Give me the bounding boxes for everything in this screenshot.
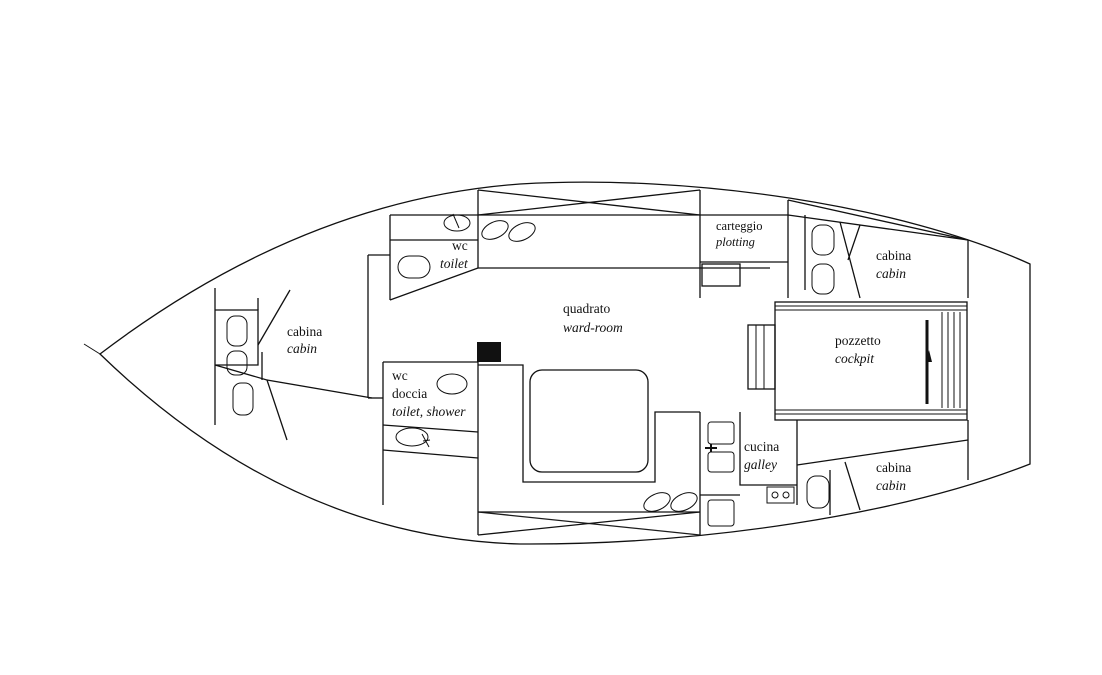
aft-starboard-cabin-label: cabina <box>876 460 911 475</box>
bunk-cushion <box>226 350 248 376</box>
stove-burner <box>771 491 779 499</box>
bow-cabin-translation: cabin <box>287 341 317 356</box>
chart-table-translation: plotting <box>715 235 755 249</box>
forward-toilet-area <box>368 213 479 301</box>
mast-step <box>477 342 501 362</box>
bunk-cushion <box>226 315 248 347</box>
sink <box>443 214 471 232</box>
bunk-cushion <box>232 382 254 416</box>
toilet-label: wc <box>452 238 468 253</box>
cushion <box>643 492 671 512</box>
sink <box>395 427 429 447</box>
aft-port-cabin-translation: cabin <box>876 266 906 281</box>
bow-cabin-area <box>214 255 383 441</box>
toilet-shower-area <box>382 361 479 505</box>
toilet-translation: toilet <box>440 256 469 271</box>
saloon-translation: ward-room <box>563 320 623 335</box>
galley-translation: galley <box>744 457 777 472</box>
galley-sink <box>707 421 735 445</box>
cushion <box>508 222 536 242</box>
aft-port-cabin-area <box>787 199 969 299</box>
galley-area <box>699 412 797 535</box>
bunk-cushion <box>806 475 830 509</box>
stove <box>766 486 795 504</box>
cushion <box>481 220 509 240</box>
hull-outline <box>99 181 1031 545</box>
cockpit-label: pozzetto <box>835 333 881 348</box>
galley-cabinet <box>707 499 735 527</box>
bow-cabin-label: cabina <box>287 324 322 339</box>
galley-sink <box>707 451 735 473</box>
cushion <box>670 492 698 512</box>
saloon-forward-berths <box>477 189 770 298</box>
toilet-shower-translation: toilet, shower <box>392 404 466 419</box>
toilet-shower-label-2: doccia <box>392 386 427 401</box>
bunk-cushion <box>811 263 835 295</box>
toilet-bowl <box>436 373 468 395</box>
chart-table-label: carteggio <box>716 219 763 233</box>
bow-tip <box>83 343 101 355</box>
saloon-label: quadrato <box>563 301 610 316</box>
cockpit-translation: cockpit <box>835 351 875 366</box>
saloon-table <box>529 369 649 473</box>
aft-starboard-cabin-translation: cabin <box>876 478 906 493</box>
toilet-shower-label-1: wc <box>392 368 408 383</box>
saloon-area <box>477 342 701 536</box>
stove-burner <box>782 491 790 499</box>
aft-port-cabin-label: cabina <box>876 248 911 263</box>
aft-starboard-cabin-area <box>796 420 969 515</box>
cockpit-area <box>747 301 968 421</box>
chart-table-area <box>700 200 789 298</box>
galley-label: cucina <box>744 439 779 454</box>
bunk-cushion <box>811 224 835 256</box>
toilet-bowl <box>397 255 431 279</box>
